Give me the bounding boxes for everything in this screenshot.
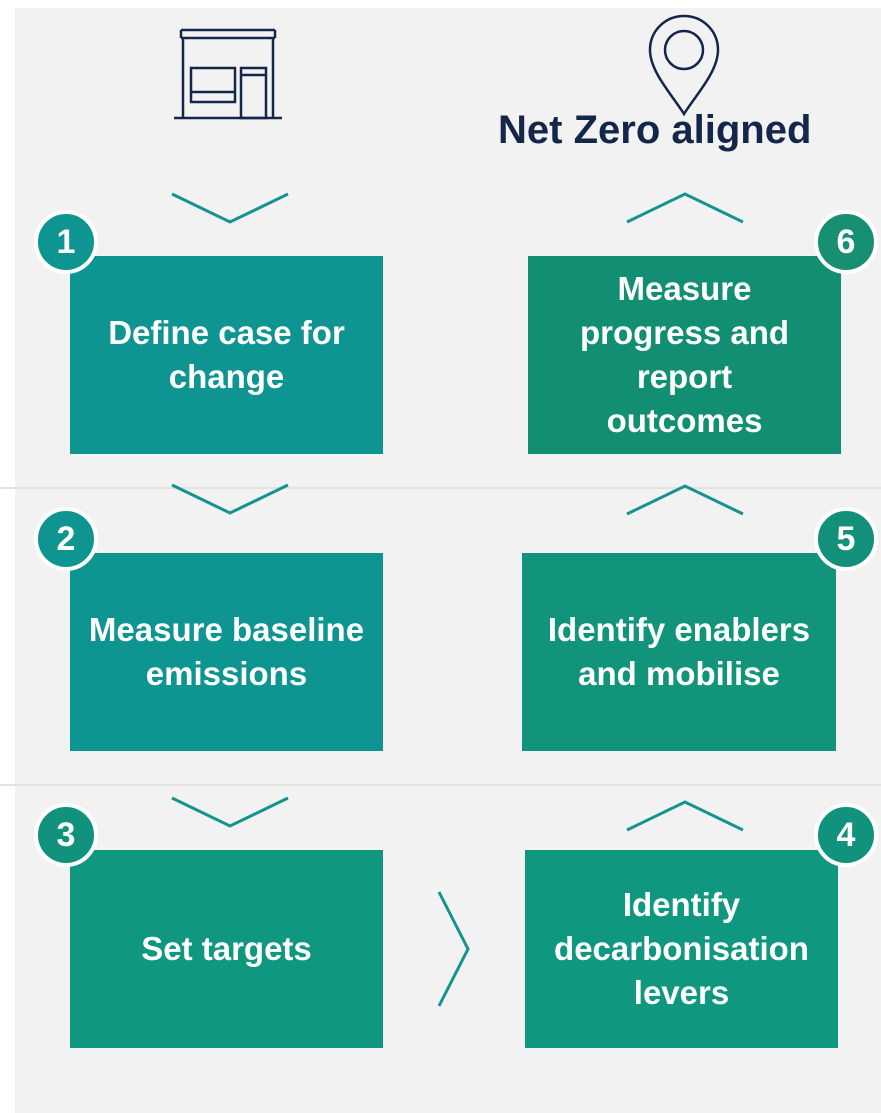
step-number: 4 (836, 815, 856, 854)
chevron-down-icon (171, 192, 289, 224)
step-card-define-case: Define case for change (70, 256, 383, 454)
row-divider (0, 784, 881, 786)
step-label: Measure baseline emissions (88, 611, 365, 692)
step-label: Measure progress and report outcomes (579, 270, 790, 439)
step-number-badge: 4 (814, 803, 878, 867)
chevron-right-icon (437, 891, 470, 1007)
step-label: Set targets (141, 930, 312, 967)
step-number: 5 (836, 519, 856, 558)
chevron-down-icon (171, 483, 289, 515)
step-number: 3 (56, 815, 76, 854)
step-card-enablers: Identify enablers and mobilise (522, 553, 836, 751)
step-card-set-targets: Set targets (70, 850, 383, 1048)
storefront-icon (174, 28, 282, 120)
step-card-decarbonisation-levers: Identify decarbonisation levers (525, 850, 838, 1048)
step-number-badge: 6 (814, 210, 878, 274)
row-divider (0, 487, 881, 489)
step-label: Define case for change (108, 314, 345, 395)
step-card-measure-baseline: Measure baseline emissions (70, 553, 383, 751)
step-number: 6 (836, 222, 856, 261)
chevron-down-icon (171, 796, 289, 828)
step-label: Identify decarbonisation levers (554, 886, 809, 1011)
location-pin-icon (648, 14, 720, 117)
step-number-badge: 1 (34, 210, 98, 274)
chevron-up-icon (626, 800, 744, 832)
chevron-up-icon (626, 192, 744, 224)
step-label: Identify enablers and mobilise (547, 611, 811, 692)
step-number: 1 (56, 222, 76, 261)
step-number-badge: 3 (34, 803, 98, 867)
step-number: 2 (56, 519, 76, 558)
step-number-badge: 5 (814, 507, 878, 571)
step-card-measure-progress: Measure progress and report outcomes (528, 256, 841, 454)
goal-label: Net Zero aligned (498, 108, 812, 152)
step-number-badge: 2 (34, 507, 98, 571)
chevron-up-icon (626, 484, 744, 516)
